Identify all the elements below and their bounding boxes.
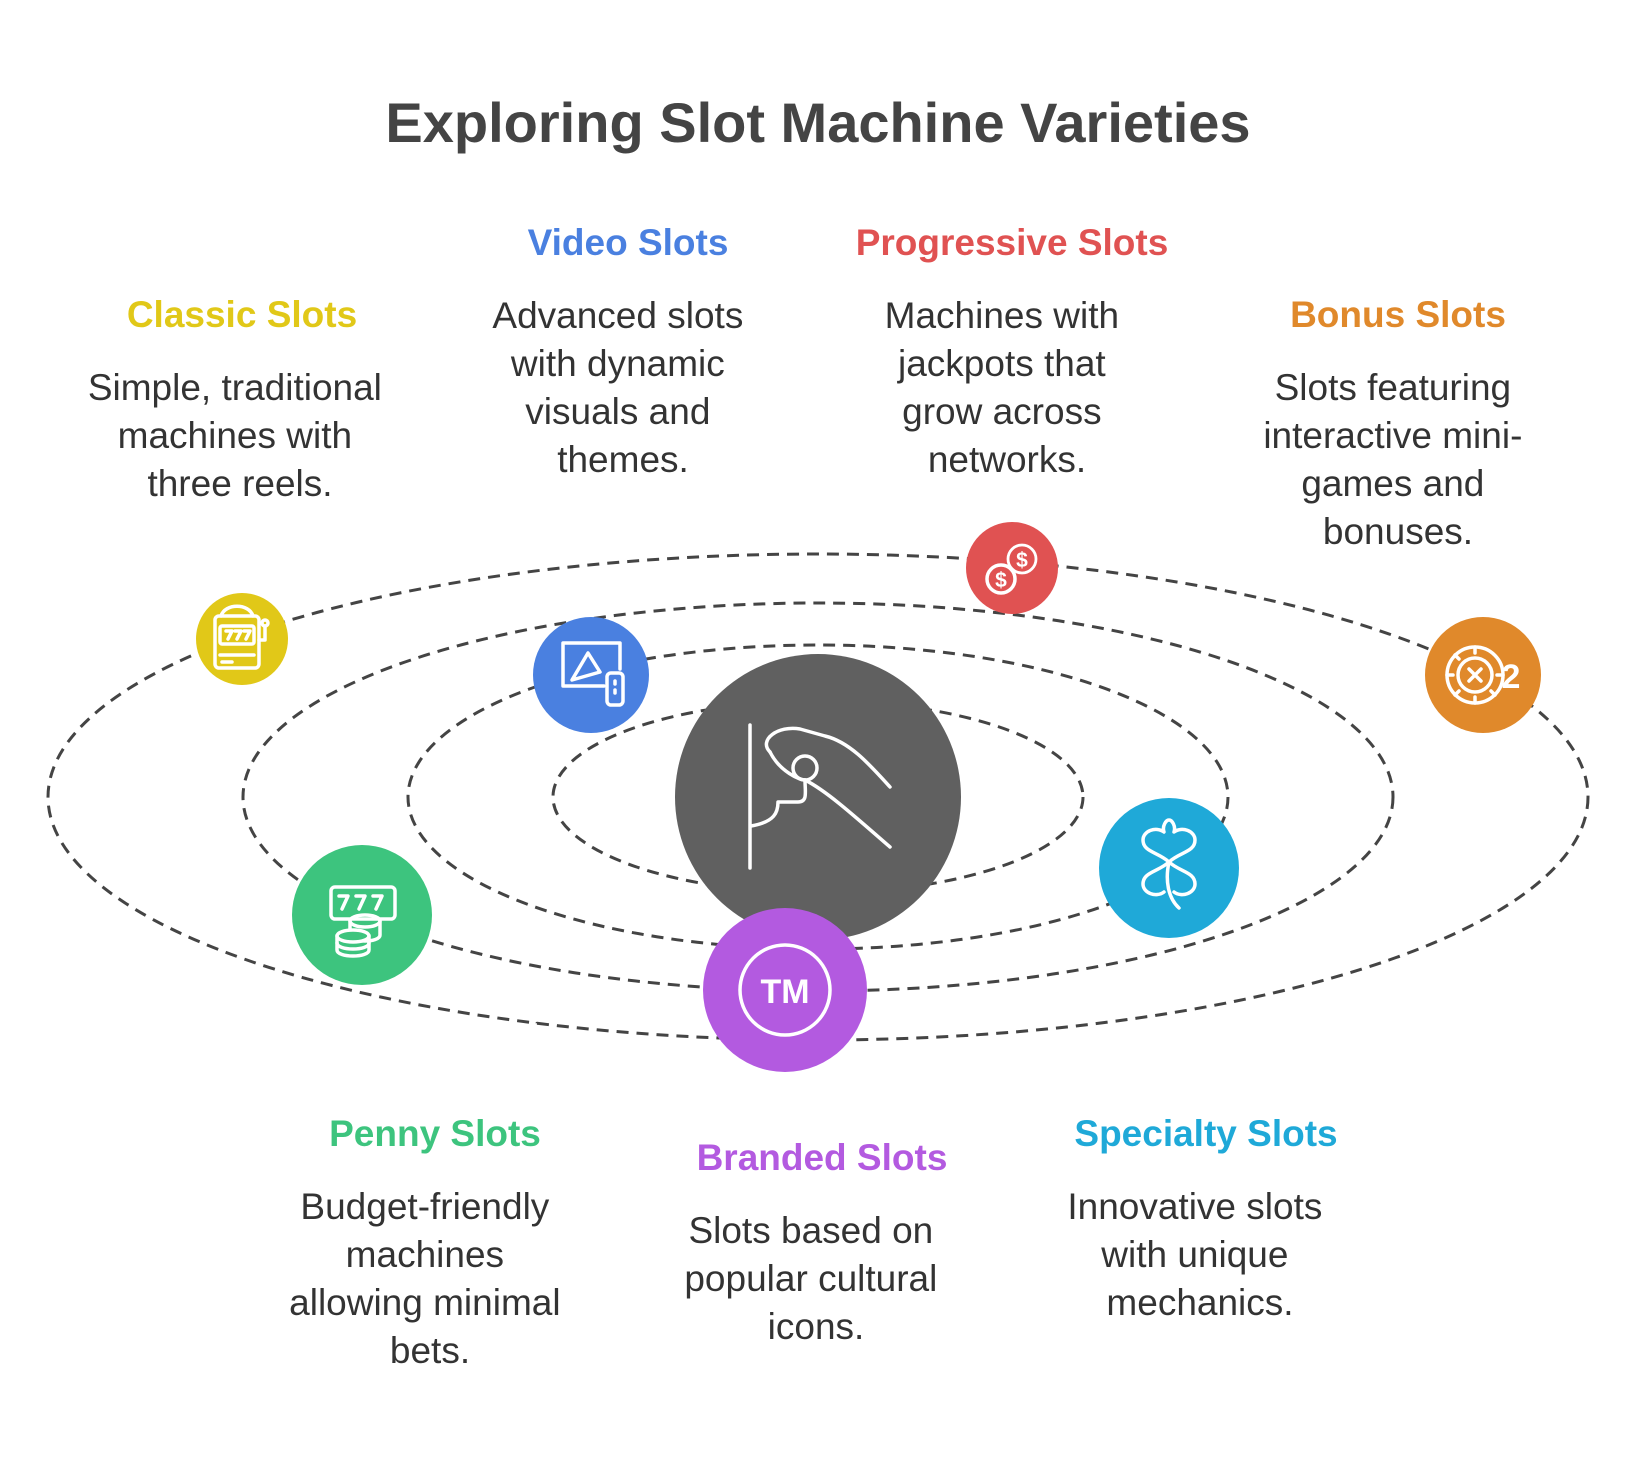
trademark-icon: TM (738, 943, 832, 1037)
video-screen-icon (561, 641, 625, 707)
branded-slots-circle (703, 908, 867, 1072)
page-title: Exploring Slot Machine Varieties (385, 91, 1250, 154)
branded-slots-node: TM Branded Slots Slots based on popular … (684, 908, 947, 1347)
progressive-slots-description: Machines with jackpots that grow across … (885, 295, 1130, 480)
coins-777-icon (329, 885, 397, 958)
bonus-slots-node: 2 Bonus Slots Slots featuring interactiv… (1263, 294, 1541, 733)
penny-slots-node: Penny Slots Budget-friendly machines all… (289, 845, 571, 1371)
bonus-slots-circle (1425, 617, 1541, 733)
hand-pulling-slot-lever-icon (748, 723, 892, 870)
penny-slots-description: Budget-friendly machines allowing minima… (289, 1186, 571, 1371)
four-leaf-clover-icon (1141, 818, 1197, 910)
orbit-1 (551, 699, 1085, 895)
center-circle (675, 654, 961, 940)
svg-text:$: $ (995, 569, 1007, 592)
specialty-slots-description: Innovative slots with unique mechanics. (1067, 1186, 1332, 1323)
branded-slots-label: Branded Slots (697, 1137, 948, 1178)
progressive-slots-label: Progressive Slots (856, 222, 1169, 263)
branded-slots-description: Slots based on popular cultural icons. (684, 1210, 947, 1347)
bonus-slots-label: Bonus Slots (1290, 294, 1506, 335)
svg-text:TM: TM (760, 973, 809, 1011)
roulette-multiplier-icon: 2 (1445, 645, 1521, 705)
center-node (675, 654, 961, 940)
specialty-slots-label: Specialty Slots (1074, 1113, 1337, 1154)
svg-text:2: 2 (1502, 658, 1521, 696)
progressive-slots-node: $ $ Progressive Slots Machines with jack… (856, 222, 1169, 614)
classic-slots-label: Classic Slots (127, 294, 357, 335)
specialty-slots-node: Specialty Slots Innovative slots with un… (1067, 798, 1338, 1323)
classic-slots-node: Classic Slots Simple, traditional machin… (88, 294, 392, 685)
video-slots-node: Video Slots Advanced slots with dynamic … (492, 222, 753, 733)
slot-machine-icon (213, 604, 270, 670)
penny-slots-label: Penny Slots (329, 1113, 541, 1154)
video-slots-label: Video Slots (528, 222, 729, 263)
bonus-slots-description: Slots featuring interactive mini- games … (1263, 367, 1532, 552)
video-slots-description: Advanced slots with dynamic visuals and … (492, 295, 753, 480)
classic-slots-description: Simple, traditional machines with three … (88, 367, 392, 504)
coins-dollar-icon: $ $ (985, 543, 1038, 595)
svg-text:$: $ (1016, 549, 1028, 572)
